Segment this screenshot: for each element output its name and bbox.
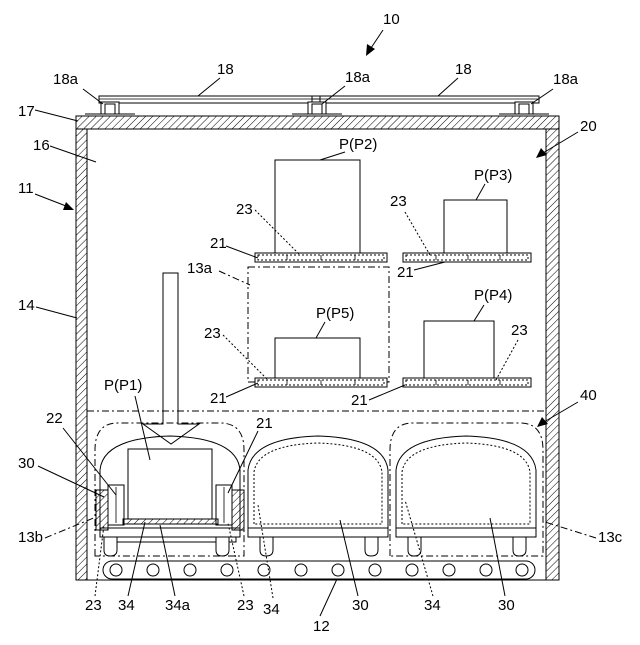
roof-supports	[85, 102, 549, 114]
label-23-c: 23	[204, 325, 221, 342]
package-p3	[444, 200, 507, 253]
label-30-right: 30	[498, 597, 515, 614]
label-pkg-p3: P(P3)	[474, 167, 512, 184]
package-p4	[424, 321, 494, 378]
label-40: 40	[580, 387, 597, 404]
shelf-upper-right	[403, 253, 531, 262]
robot-right	[390, 423, 543, 556]
label-14: 14	[18, 297, 35, 314]
label-11: 11	[18, 180, 34, 197]
package-p1	[128, 449, 212, 519]
shelf-middle-left	[255, 378, 387, 387]
label-18a-right: 18a	[553, 71, 579, 88]
label-21-b: 21	[397, 264, 414, 281]
figure-number-label: 10	[383, 11, 400, 28]
robot-middle	[248, 436, 388, 556]
label-23-bottom-left: 23	[85, 597, 102, 614]
label-pkg-p2: P(P2)	[339, 136, 377, 153]
label-30-left: 30	[18, 455, 35, 472]
label-34-left: 34	[118, 597, 135, 614]
label-23-b: 23	[390, 193, 407, 210]
label-16: 16	[33, 137, 50, 154]
shelf-upper-left	[255, 253, 387, 262]
label-18-right: 18	[455, 61, 472, 78]
label-18a-middle: 18a	[345, 69, 371, 86]
loading-arrow	[143, 273, 199, 444]
label-20: 20	[580, 118, 597, 135]
label-17: 17	[18, 103, 35, 120]
label-21-d: 21	[351, 392, 368, 409]
label-34-right: 34	[424, 597, 441, 614]
label-pkg-p1: P(P1)	[104, 377, 142, 394]
label-12: 12	[313, 618, 330, 635]
label-23-a: 23	[236, 201, 253, 218]
label-23-d: 23	[511, 322, 528, 339]
label-21-e: 21	[256, 415, 273, 432]
label-21-a: 21	[210, 235, 227, 252]
label-22: 22	[46, 410, 63, 427]
label-13a: 13a	[187, 260, 213, 277]
package-p5	[275, 338, 360, 378]
label-pkg-p5: P(P5)	[316, 305, 354, 322]
label-13c: 13c	[598, 529, 623, 546]
container-arrow	[35, 194, 74, 210]
label-18-left: 18	[217, 61, 234, 78]
label-34-middle: 34	[263, 601, 280, 618]
label-30-middle: 30	[352, 597, 369, 614]
label-34a: 34a	[165, 597, 191, 614]
label-pkg-p4: P(P4)	[474, 287, 512, 304]
label-18a-left: 18a	[53, 71, 79, 88]
shelf-middle-right	[403, 378, 531, 387]
label-13b: 13b	[18, 529, 43, 546]
figure-arrow	[366, 30, 383, 56]
label-23-bottom-mid: 23	[237, 597, 254, 614]
label-21-c: 21	[210, 390, 227, 407]
package-p2	[275, 160, 360, 253]
